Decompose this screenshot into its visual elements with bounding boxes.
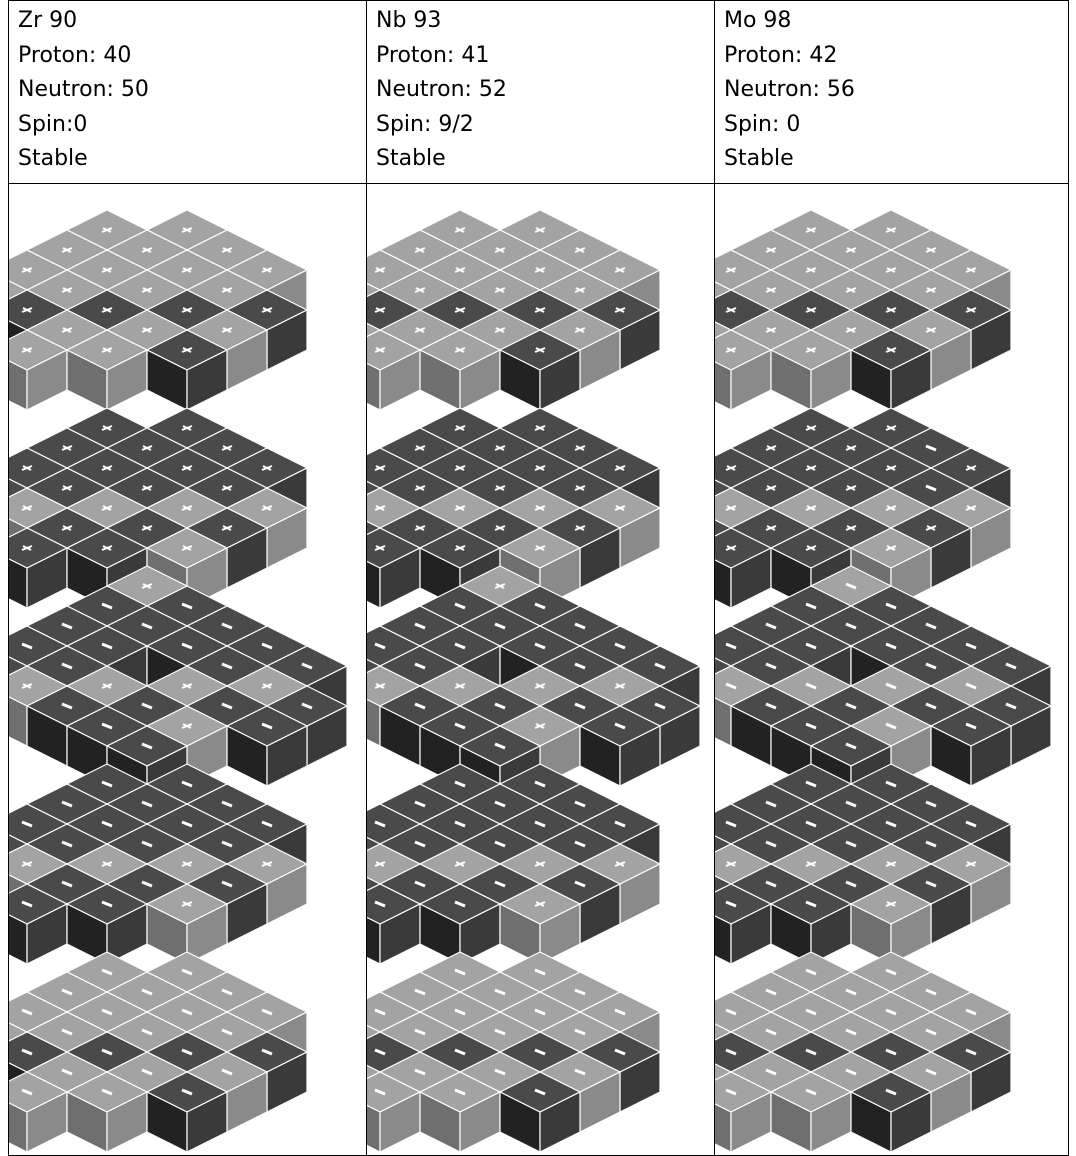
cube-layer-1 (367, 210, 660, 410)
layer-stack-zr90 (9, 184, 367, 1156)
cube-layers-nb93 (367, 184, 713, 1152)
proton-count: Proton: 41 (367, 39, 714, 74)
proton-count: Proton: 42 (715, 39, 1068, 74)
spin-value: Spin: 9/2 (367, 108, 714, 143)
nuclide-name: Zr 90 (9, 4, 366, 39)
header-row: Zr 90 Proton: 40 Neutron: 50 Spin:0 Stab… (9, 1, 1069, 184)
nuclide-header-zr90: Zr 90 Proton: 40 Neutron: 50 Spin:0 Stab… (9, 1, 367, 184)
cube-layer-5 (715, 952, 1011, 1152)
nuclide-name: Nb 93 (367, 4, 714, 39)
cube-layer-4 (9, 764, 307, 964)
neutron-count: Neutron: 50 (9, 73, 366, 108)
cube-layers-zr90 (9, 184, 365, 1152)
nuclide-table: Zr 90 Proton: 40 Neutron: 50 Spin:0 Stab… (8, 0, 1069, 1156)
layer-stack-mo98 (715, 184, 1069, 1156)
stability-label: Stable (715, 142, 1068, 177)
diagram-row (9, 184, 1069, 1156)
cube-layer-4 (715, 764, 1011, 964)
layer-stack-nb93 (367, 184, 715, 1156)
spin-value: Spin:0 (9, 108, 366, 143)
nuclide-name: Mo 98 (715, 4, 1068, 39)
nuclide-header-nb93: Nb 93 Proton: 41 Neutron: 52 Spin: 9/2 S… (367, 1, 715, 184)
cube-layer-5 (367, 952, 660, 1152)
cube-layer-4 (367, 764, 660, 964)
cube-layer-1 (9, 210, 307, 410)
proton-count: Proton: 40 (9, 39, 366, 74)
nuclide-header-mo98: Mo 98 Proton: 42 Neutron: 56 Spin: 0 Sta… (715, 1, 1069, 184)
stability-label: Stable (367, 142, 714, 177)
stability-label: Stable (9, 142, 366, 177)
cube-layers-mo98 (715, 184, 1067, 1152)
spin-value: Spin: 0 (715, 108, 1068, 143)
neutron-count: Neutron: 56 (715, 73, 1068, 108)
neutron-count: Neutron: 52 (367, 73, 714, 108)
cube-layer-1 (715, 210, 1011, 410)
cube-layer-5 (9, 952, 307, 1152)
